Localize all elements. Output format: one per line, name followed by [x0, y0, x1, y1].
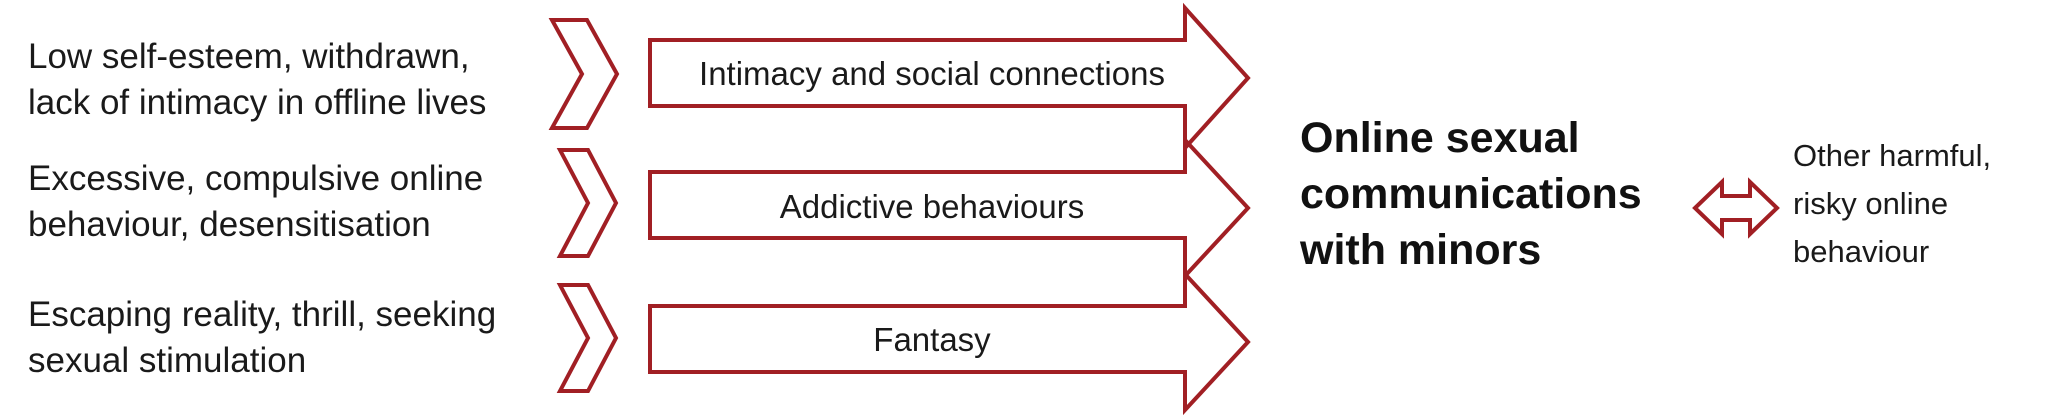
- double-headed-arrow-icon: [1692, 177, 1780, 239]
- cause-2-line-1: Excessive, compulsive online: [28, 159, 484, 198]
- pathway-arrow-2: [648, 134, 1251, 282]
- pathway-label-1: Intimacy and social connections: [699, 55, 1165, 92]
- pathway-label-2: Addictive behaviours: [779, 188, 1085, 225]
- cause-1-line-1: Low self-esteem, withdrawn,: [28, 37, 470, 76]
- related-behaviour-label: Other harmful, risky online behaviour: [1793, 132, 1991, 276]
- pathway-arrow-3: [648, 268, 1251, 416]
- related-line-2: risky online: [1793, 186, 1949, 221]
- cause-3-line-2: sexual stimulation: [28, 341, 307, 380]
- outcome-line-1: Online sexual: [1300, 114, 1580, 162]
- cause-3-line-1: Escaping reality, thrill, seeking: [28, 295, 497, 334]
- cause-2-line-2: behaviour, desensitisation: [28, 205, 431, 244]
- cause-1-line-2: lack of intimacy in offline lives: [28, 83, 487, 122]
- outcome-line-3: with minors: [1300, 226, 1542, 274]
- chevron-right-icon: [556, 283, 619, 393]
- outcome-label: Online sexual communications with minors: [1300, 110, 1642, 278]
- related-line-3: behaviour: [1793, 234, 1930, 269]
- cause-1: Low self-esteem, withdrawn, lack of inti…: [28, 34, 548, 126]
- outcome-line-2: communications: [1300, 170, 1642, 218]
- chevron-right-icon: [548, 18, 620, 130]
- pathway-label-3: Fantasy: [873, 321, 991, 358]
- pathway-arrow-1: [648, 2, 1251, 154]
- cause-2: Excessive, compulsive online behaviour, …: [28, 156, 548, 248]
- related-line-1: Other harmful,: [1793, 138, 1992, 173]
- cause-3: Escaping reality, thrill, seeking sexual…: [28, 292, 548, 384]
- chevron-right-icon: [556, 148, 619, 258]
